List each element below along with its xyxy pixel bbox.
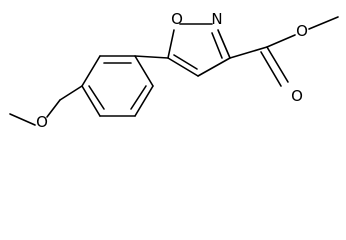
- atom-label-oxygen-methoxy: O: [36, 113, 48, 131]
- bond-c4-c5: [167, 57, 199, 77]
- bond-ccarbonyl-ocarbonyl: [266, 46, 289, 83]
- bond-n-c3-inner: [211, 32, 223, 59]
- chemical-structure-diagram: O N O O O: [9, 10, 339, 131]
- bond-c5-aryl: [134, 55, 169, 59]
- bond-omethoxy-methyl: [9, 113, 36, 126]
- bond-benzene-5: [134, 85, 154, 117]
- bond-oester-methyl: [308, 16, 339, 30]
- atom-labels: O N O O O: [36, 10, 308, 131]
- atom-label-oxygen-carbonyl: O: [291, 87, 303, 105]
- bond-benzene-inner-3: [130, 85, 147, 110]
- bond-c4-c5-inner: [173, 54, 198, 70]
- atom-label-oxygen-ester: O: [296, 22, 308, 40]
- bond-c3-ccarbonyl: [229, 46, 268, 59]
- bond-omethoxy-methyl-join: [46, 99, 61, 118]
- atom-label-oxygen-ring: O: [171, 10, 183, 28]
- bond-ccarbonyl-ocarbonyl-inner: [260, 51, 282, 87]
- bond-n-c3: [217, 29, 231, 59]
- bond-aryl-omethoxy: [59, 85, 83, 101]
- bond-benzene-6: [134, 55, 154, 87]
- bond-c5-o: [167, 29, 175, 59]
- bonds: [9, 16, 339, 126]
- bond-benzene-inner-2: [88, 85, 105, 110]
- bond-benzene-3: [81, 85, 101, 117]
- atom-label-nitrogen-ring: N: [211, 10, 222, 28]
- bond-ccarbonyl-oester: [266, 34, 296, 48]
- bond-c3-c4: [197, 57, 231, 77]
- bond-benzene-2: [81, 55, 101, 87]
